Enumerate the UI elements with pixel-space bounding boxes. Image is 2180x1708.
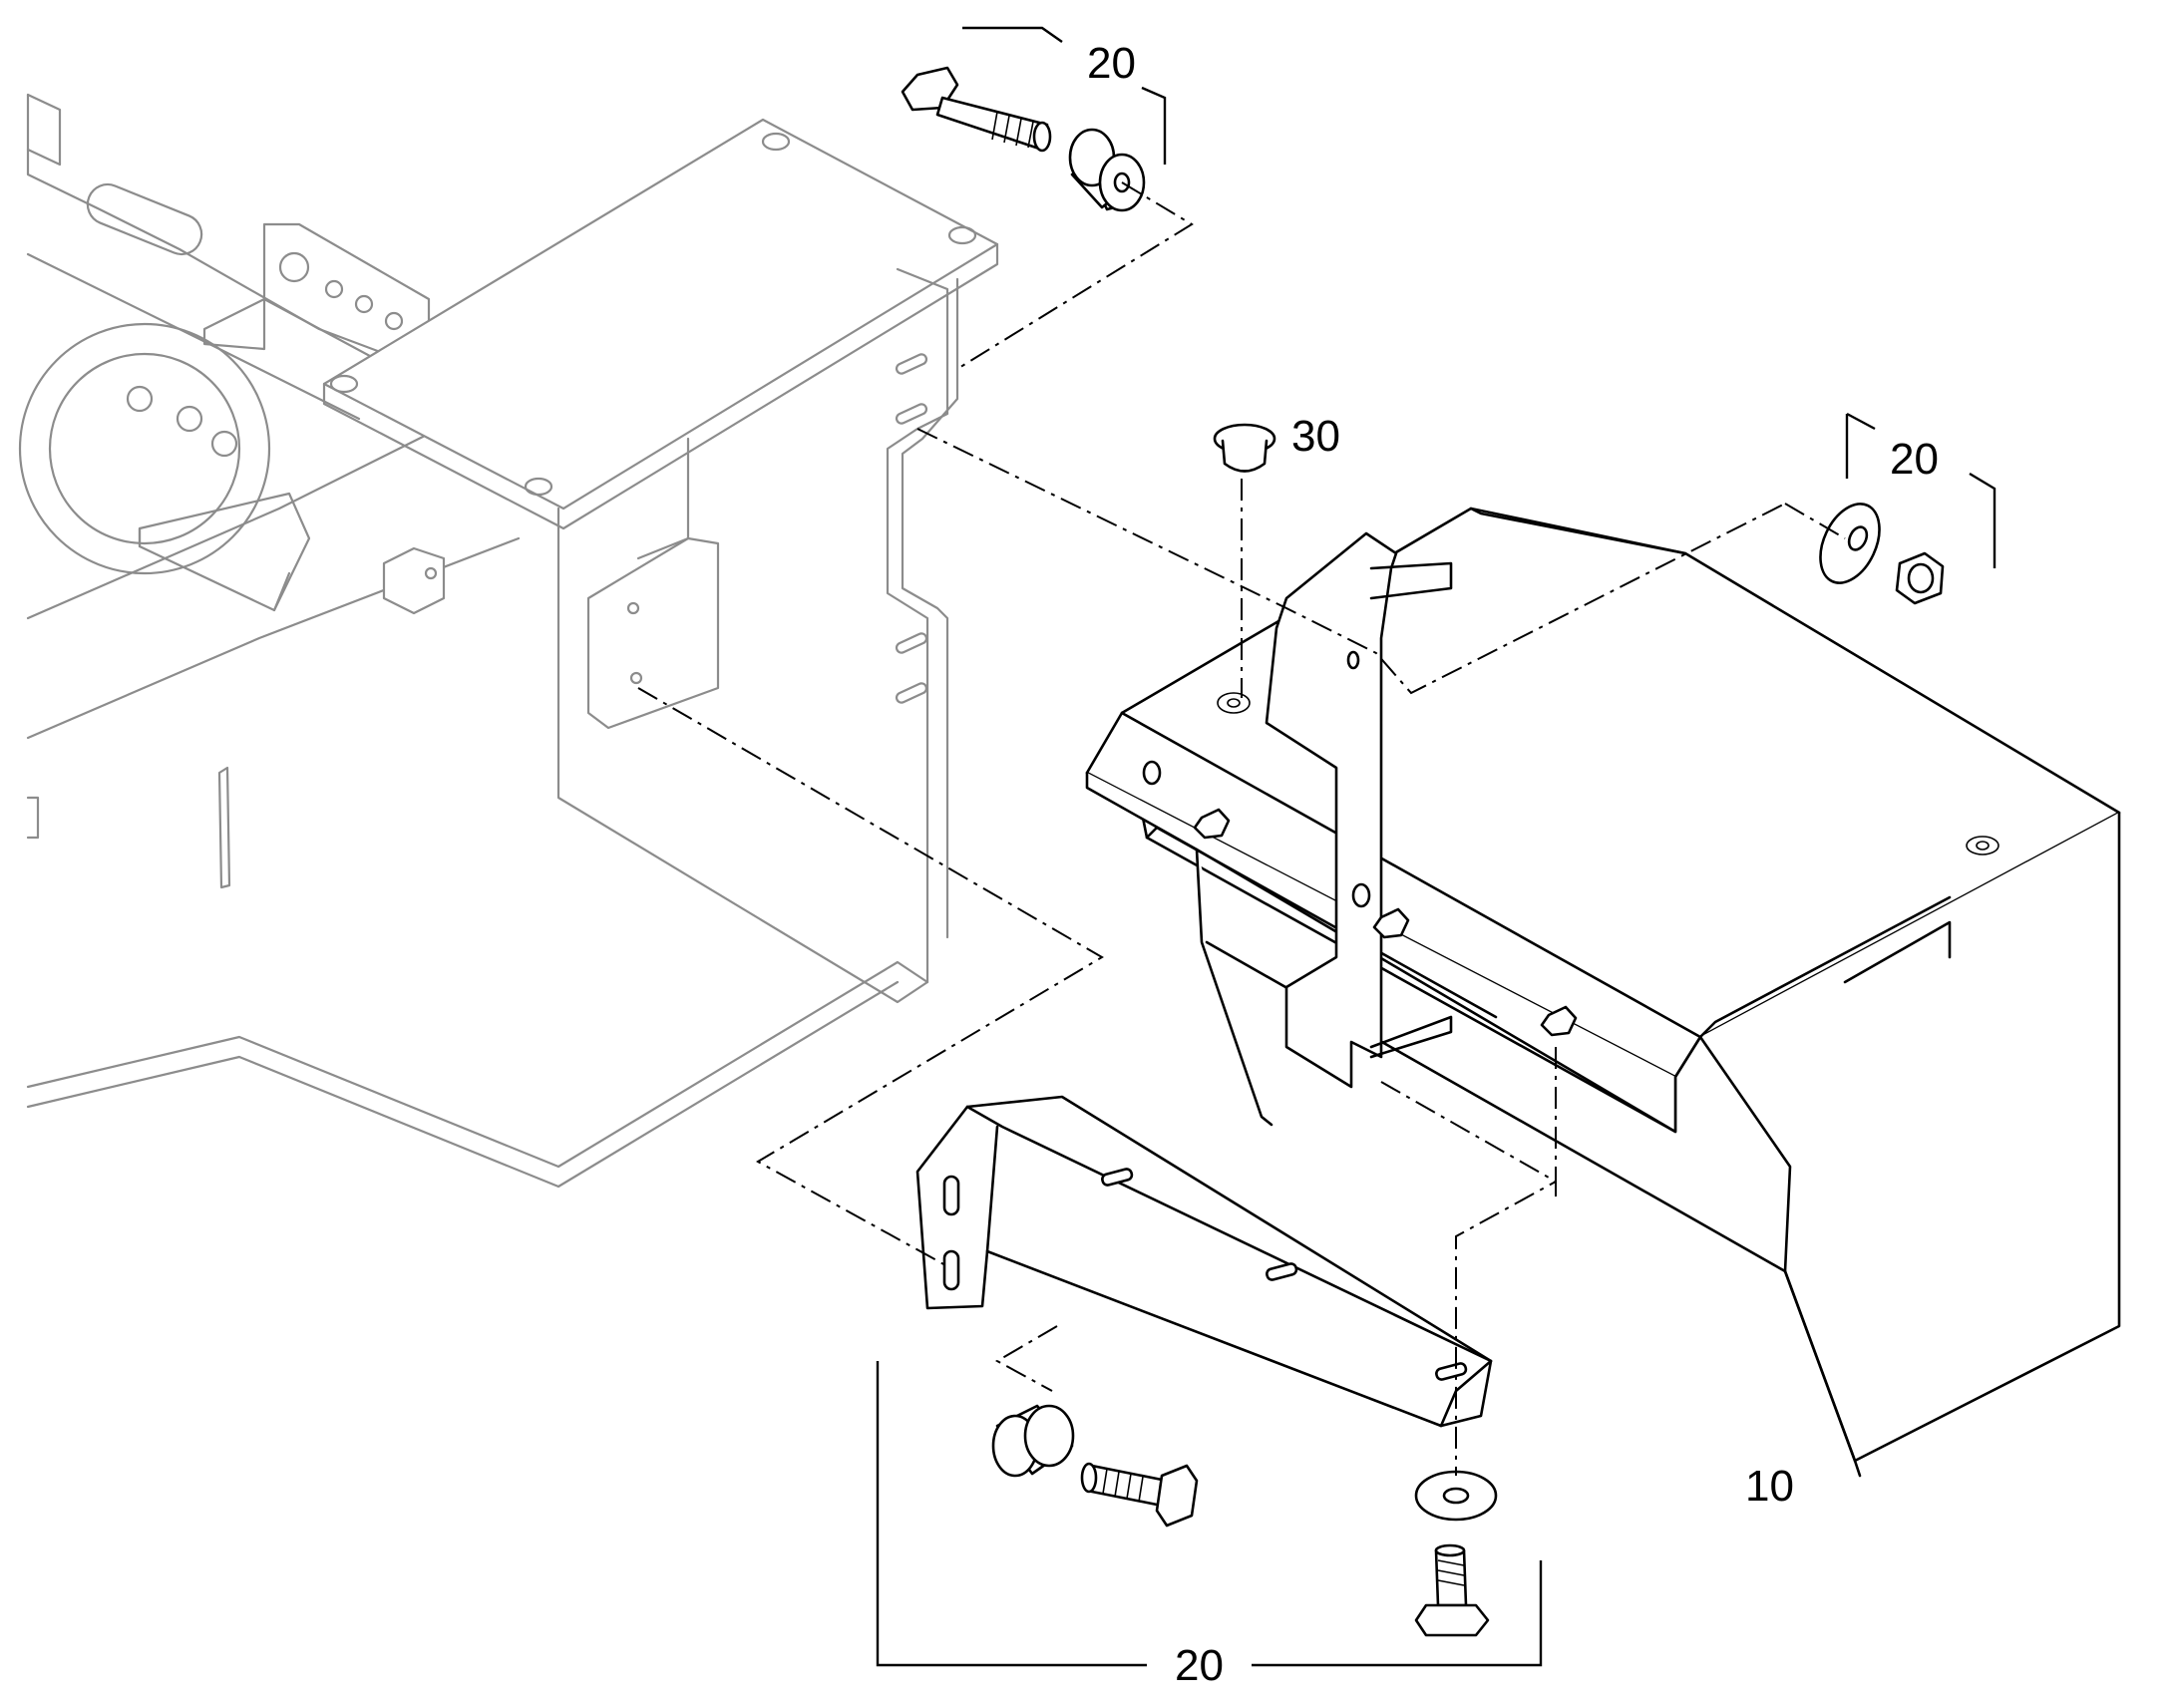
washer-right <box>1819 503 1881 584</box>
callout-washer-nut-kit: 20 <box>1890 435 1939 484</box>
machine-frame <box>18 93 999 1189</box>
support-bracket <box>915 1095 1493 1428</box>
callout-toolbox: 10 <box>1745 1462 1794 1511</box>
nut-right <box>1895 551 1945 605</box>
plug <box>1213 423 1276 473</box>
kit-brackets <box>876 26 1997 1667</box>
bolt-bottom-right <box>1414 1543 1490 1637</box>
spacer-bottom <box>991 1404 1075 1478</box>
spacer-top <box>1068 128 1146 212</box>
callout-bolt-kit-top: 20 <box>1087 39 1136 88</box>
callout-bolt-kit-bottom: 20 <box>1175 1641 1224 1690</box>
toolbox <box>1085 507 2121 1478</box>
assembly-lines <box>637 181 1846 1476</box>
washer-bottom <box>1414 1470 1498 1522</box>
bolt-top <box>901 66 1052 153</box>
bolt-bottom-left <box>1080 1462 1199 1528</box>
callout-plug: 30 <box>1291 412 1340 461</box>
